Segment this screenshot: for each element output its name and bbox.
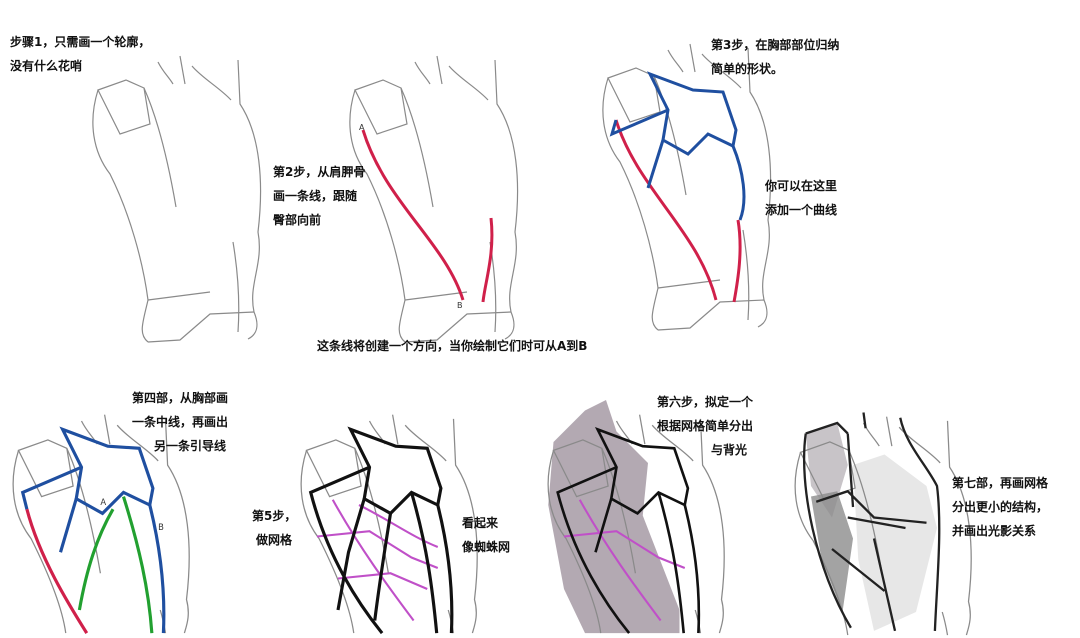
label-a: A xyxy=(100,497,106,507)
step3-text: 第3步，在胸部部位归纳简单的形状。 xyxy=(711,38,840,76)
torso-sketch-step2: A B xyxy=(349,55,519,343)
step2-text: 第2步，从肩胛骨画一条线，跟随臀部向前 xyxy=(273,165,366,227)
label-a: A xyxy=(359,123,365,132)
torso-sketch-step5 xyxy=(300,414,478,635)
step7-text: 第七部，再画网格分出更小的结构，并画出光影关系 xyxy=(952,476,1049,538)
torso-sketch-step6 xyxy=(547,400,725,634)
step6-text: 第六步，拟定一个根据网格简单分出与背光 xyxy=(657,395,754,457)
direction-note-text: 这条线将创建一个方向，当你绘制它们时可从A到B xyxy=(317,339,588,353)
torso-sketch-step3 xyxy=(602,43,772,331)
curve-note-text: 你可以在这里添加一个曲线 xyxy=(765,179,838,217)
label-b: B xyxy=(457,301,463,310)
spider-note-text: 看起来像蜘蛛网 xyxy=(462,516,511,554)
torso-sketch-step1 xyxy=(92,55,262,343)
label-b: B xyxy=(158,522,164,532)
torso-sketch-step4: A B xyxy=(12,414,190,634)
step5-text: 第5步，做网格 xyxy=(252,509,297,547)
step1-text: 步骤1，只需画一个轮廓，没有什么花哨 xyxy=(10,35,151,73)
torso-sketch-step7 xyxy=(794,412,972,636)
step4-text: 第四部，从胸部画一条中线，再画出另一条引导线 xyxy=(132,391,229,453)
